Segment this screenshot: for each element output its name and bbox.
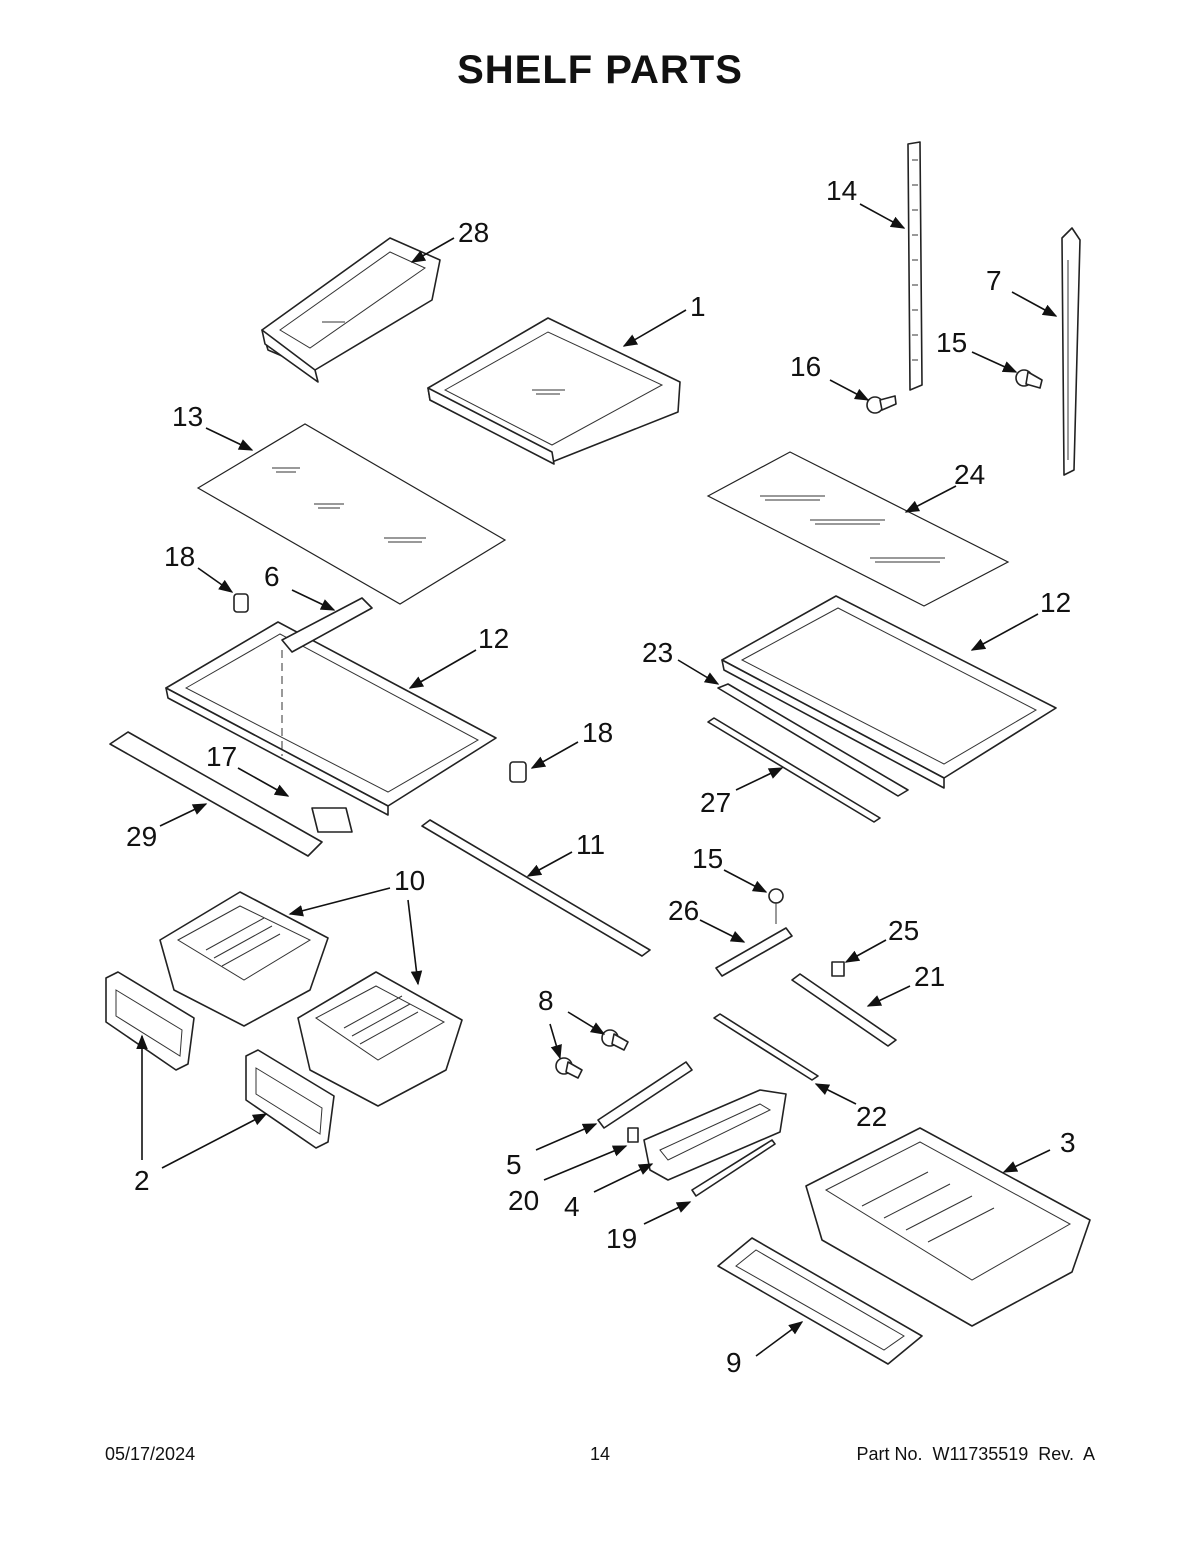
part-22-slide-rail[interactable] (713, 1013, 819, 1081)
part-11-rod[interactable] (421, 819, 651, 957)
callout-25: 25 (888, 915, 919, 946)
part-10-crisper-bin-right[interactable] (297, 971, 463, 1107)
part-20-clip[interactable] (627, 1127, 639, 1143)
part-8-screw-upper[interactable] (601, 1029, 629, 1051)
callout-labels: 28 1 14 7 15 16 13 24 18 6 12 12 23 18 1… (126, 175, 1076, 1378)
part-27-shelf-trim[interactable] (707, 717, 881, 823)
part-21-slide-rail[interactable] (791, 973, 897, 1047)
callout-17: 17 (206, 741, 237, 772)
callout-16: 16 (790, 351, 821, 382)
callout-9: 9 (726, 1347, 742, 1378)
part-15-screw-middle[interactable] (768, 888, 784, 924)
callout-12-right: 12 (1040, 587, 1071, 618)
page-title: SHELF PARTS (457, 48, 743, 92)
callout-26: 26 (668, 895, 699, 926)
callout-24: 24 (954, 459, 985, 490)
callout-14: 14 (826, 175, 857, 206)
part-17-bracket[interactable] (311, 807, 353, 833)
callout-22: 22 (856, 1101, 887, 1132)
callout-11: 11 (576, 829, 605, 860)
part-23-shelf-trim[interactable] (717, 683, 909, 797)
part-6-shelf-slide[interactable] (281, 597, 373, 756)
part-12-shelf-frame-left[interactable] (165, 621, 497, 816)
part-7-shelf-rail[interactable] (1061, 227, 1081, 476)
callout-18-lower: 18 (582, 717, 613, 748)
callout-10: 10 (394, 865, 425, 896)
footer-page-number: 14 (589, 1444, 611, 1464)
callout-1: 1 (690, 291, 706, 322)
callout-13: 13 (172, 401, 203, 432)
part-3-deli-pan[interactable] (805, 1127, 1091, 1327)
part-15-screw-top[interactable] (1015, 369, 1043, 389)
callout-2: 2 (134, 1165, 150, 1196)
callout-27: 27 (700, 787, 731, 818)
callout-12: 12 (478, 623, 509, 654)
callout-6: 6 (264, 561, 280, 592)
part-12-shelf-frame-right[interactable] (721, 595, 1057, 789)
part-8-screw-lower[interactable] (555, 1057, 583, 1079)
part-24-glass-shelf[interactable] (706, 451, 1010, 607)
part-13-glass-shelf[interactable] (196, 423, 507, 605)
callout-15-middle: 15 (692, 843, 723, 874)
part-10-crisper-bin-left[interactable] (159, 891, 329, 1027)
part-18-clip-bottom[interactable] (509, 761, 527, 783)
part-26-bracket[interactable] (715, 927, 793, 977)
callout-3: 3 (1060, 1127, 1076, 1158)
part-1-shelf-assembly[interactable] (427, 317, 681, 465)
callout-4: 4 (564, 1191, 580, 1222)
callout-18: 18 (164, 541, 195, 572)
footer-part-number: Part No. W11735519 Rev. A (856, 1444, 1095, 1464)
callout-19: 19 (606, 1223, 637, 1254)
callout-5: 5 (506, 1149, 522, 1180)
part-18-clip-top[interactable] (233, 593, 249, 613)
part-2-drawer-front-left[interactable] (105, 971, 195, 1071)
part-4-housing[interactable] (643, 1089, 787, 1181)
callout-23: 23 (642, 637, 673, 668)
leader-arrows (136, 203, 1058, 1357)
part-25-clip[interactable] (831, 961, 845, 977)
part-28-shelf-tray[interactable] (261, 237, 441, 383)
part-29-shelf-trim[interactable] (109, 731, 323, 857)
callout-29: 29 (126, 821, 157, 852)
callout-7: 7 (986, 265, 1002, 296)
footer-date: 05/17/2024 (105, 1444, 196, 1464)
callout-8: 8 (538, 985, 554, 1016)
part-16-screw[interactable] (866, 395, 897, 414)
part-19-wire-rod[interactable] (691, 1139, 776, 1197)
callout-28: 28 (458, 217, 489, 248)
callout-15: 15 (936, 327, 967, 358)
callout-20: 20 (508, 1185, 539, 1216)
part-14-shelf-ladder-rail[interactable] (907, 141, 923, 391)
callout-21: 21 (914, 961, 945, 992)
part-2-drawer-front-right[interactable] (245, 1049, 335, 1149)
part-9-drawer-cover[interactable] (717, 1237, 923, 1365)
part-5-slide-rail[interactable] (597, 1061, 693, 1129)
